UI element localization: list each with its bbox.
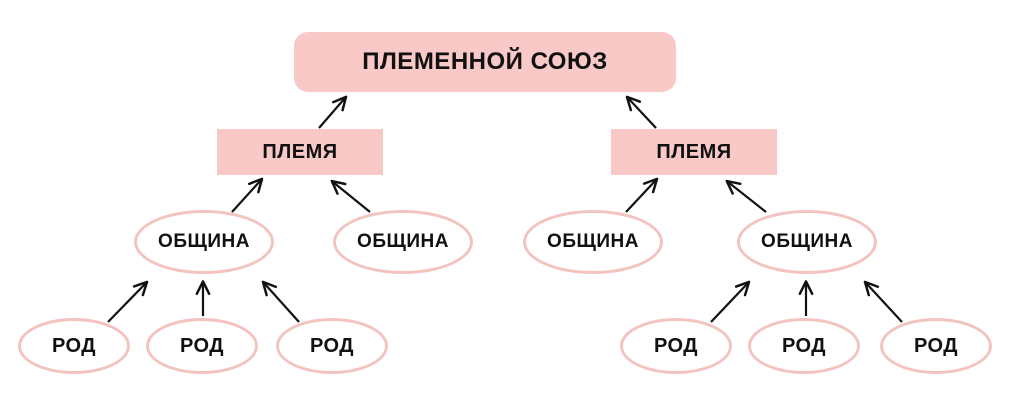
arrow-clan-3-to-community-1 (261, 280, 300, 323)
clan-label-5: РОД (781, 334, 827, 357)
arrow-community-2-to-tribe-left (330, 179, 371, 213)
clan-label-2: РОД (179, 334, 225, 357)
community-label-1: ОБЩИНА (158, 231, 250, 252)
clan-ellipse-3: РОД (276, 318, 388, 374)
community-ellipse-3: ОБЩИНА (523, 210, 663, 274)
community-ellipse-4: ОБЩИНА (737, 210, 877, 274)
clan-label-1: РОД (51, 334, 97, 357)
community-ellipse-1: ОБЩИНА (134, 210, 274, 274)
community-label-4: ОБЩИНА (761, 231, 853, 252)
arrow-community-4-to-tribe-right (725, 179, 767, 213)
arrow-tribe-left-to-union (318, 95, 348, 129)
clan-ellipse-2: РОД (146, 318, 258, 374)
clan-ellipse-5: РОД (748, 318, 860, 374)
tribe-label-right: ПЛЕМЯ (656, 140, 732, 163)
arrow-clan-6-to-community-4 (863, 280, 903, 323)
clan-label-4: РОД (653, 334, 699, 357)
community-ellipse-2: ОБЩИНА (333, 210, 473, 274)
clan-label-6: РОД (913, 334, 959, 357)
clan-ellipse-6: РОД (880, 318, 992, 374)
community-label-3: ОБЩИНА (547, 231, 639, 252)
clan-ellipse-1: РОД (18, 318, 130, 374)
tribal-union-label: ПЛЕМЕННОЙ СОЮЗ (362, 48, 608, 75)
tribe-box-right: ПЛЕМЯ (611, 129, 777, 175)
tribe-box-left: ПЛЕМЯ (217, 129, 383, 175)
arrow-community-1-to-tribe-left (231, 177, 264, 213)
clan-ellipse-4: РОД (620, 318, 732, 374)
arrow-community-3-to-tribe-right (625, 177, 659, 213)
arrow-clan-1-to-community-1 (107, 280, 149, 323)
arrow-tribe-right-to-union (625, 95, 657, 129)
community-label-2: ОБЩИНА (357, 231, 449, 252)
arrow-clan-4-to-community-4 (710, 280, 751, 323)
clan-label-3: РОД (309, 334, 355, 357)
tribe-label-left: ПЛЕМЯ (262, 140, 338, 163)
tribal-union-box: ПЛЕМЕННОЙ СОЮЗ (294, 32, 676, 92)
